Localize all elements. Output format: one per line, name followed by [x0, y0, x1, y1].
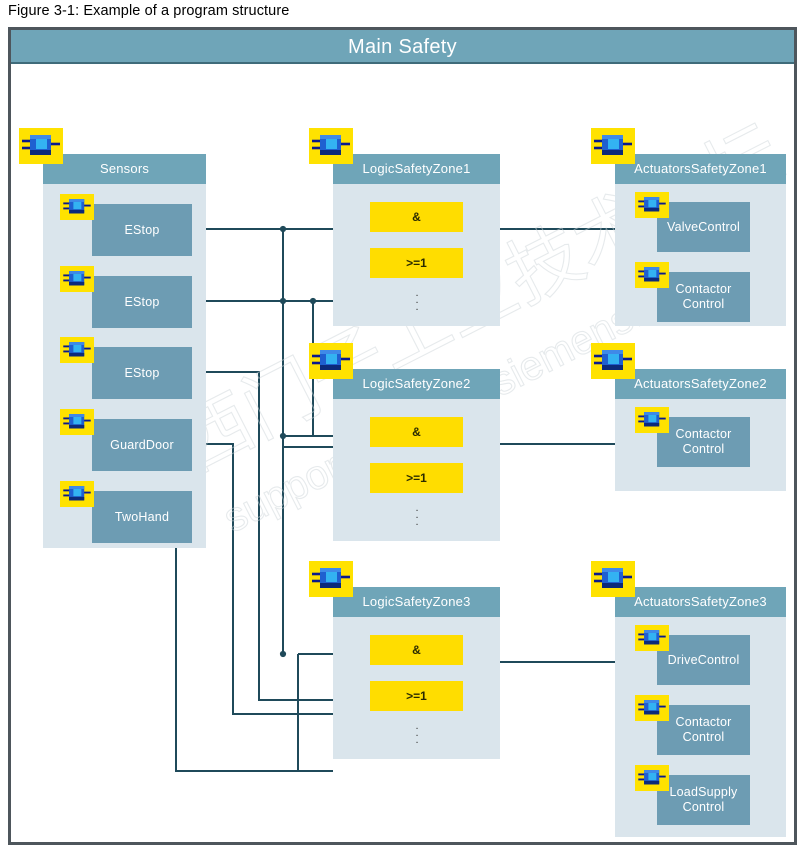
logic-and-gate-z2[interactable]: &: [370, 417, 463, 447]
logic-label: &: [412, 210, 421, 224]
logic-label: >=1: [406, 256, 427, 270]
figure-caption: Figure 3-1: Example of a program structu…: [8, 3, 290, 19]
logic-continuation-z3: ...: [415, 720, 419, 746]
block-drivecontrol[interactable]: DriveControl: [657, 635, 750, 685]
block-label: EStop: [124, 222, 160, 237]
block-label: GuardDoor: [110, 437, 174, 452]
block-label: DriveControl: [667, 652, 740, 667]
logic-label: >=1: [406, 689, 427, 703]
fb-block-icon-estop-1[interactable]: [60, 194, 94, 220]
diagram-canvas: 西门子工业技术论坛 support.industry.siemens.com/c…: [11, 66, 794, 842]
logic-and-gate-z3[interactable]: &: [370, 635, 463, 665]
fb-block-icon-valvecontrol[interactable]: [635, 192, 669, 218]
block-contactorcontrol-z1[interactable]: Contactor Control: [657, 272, 750, 322]
fb-block-icon-drivecontrol[interactable]: [635, 625, 669, 651]
fb-block-icon-estop-3[interactable]: [60, 337, 94, 363]
block-label-line1: Contactor: [675, 715, 732, 729]
group-logicsafetyzone3[interactable]: LogicSafetyZone3 & >=1 ...: [333, 587, 500, 759]
logic-label: &: [412, 425, 421, 439]
logic-continuation-z1: ...: [415, 287, 419, 313]
block-estop-2[interactable]: EStop: [92, 276, 192, 328]
group-logicsafetyzone2-title: LogicSafetyZone2: [333, 369, 500, 399]
fb-block-icon-estop-2[interactable]: [60, 266, 94, 292]
logic-or-gate-z3[interactable]: >=1: [370, 681, 463, 711]
block-label-line2: Control: [682, 730, 725, 744]
block-loadsupplycontrol[interactable]: LoadSupply Control: [657, 775, 750, 825]
fb-block-icon-actuatorssafetyzone1[interactable]: [591, 128, 635, 164]
block-estop-1[interactable]: EStop: [92, 204, 192, 256]
fb-block-icon-actuatorssafetyzone2[interactable]: [591, 343, 635, 379]
block-label: ValveControl: [666, 219, 741, 234]
logic-or-gate-z2[interactable]: >=1: [370, 463, 463, 493]
fb-block-icon-guarddoor[interactable]: [60, 409, 94, 435]
group-logicsafetyzone3-title: LogicSafetyZone3: [333, 587, 500, 617]
block-estop-3[interactable]: EStop: [92, 347, 192, 399]
block-label-line2: Control: [682, 800, 725, 814]
group-logicsafetyzone2[interactable]: LogicSafetyZone2 & >=1 ...: [333, 369, 500, 541]
fb-block-icon-logicsafetyzone2[interactable]: [309, 343, 353, 379]
block-guarddoor[interactable]: GuardDoor: [92, 419, 192, 471]
group-sensors-title: Sensors: [43, 154, 206, 184]
block-label-line2: Control: [682, 442, 725, 456]
fb-block-icon-contactorcontrol-z1[interactable]: [635, 262, 669, 288]
logic-and-gate-z1[interactable]: &: [370, 202, 463, 232]
block-contactorcontrol-z3[interactable]: Contactor Control: [657, 705, 750, 755]
block-contactorcontrol-z2[interactable]: Contactor Control: [657, 417, 750, 467]
fb-block-icon-twohand[interactable]: [60, 481, 94, 507]
logic-or-gate-z1[interactable]: >=1: [370, 248, 463, 278]
fb-block-icon-logicsafetyzone1[interactable]: [309, 128, 353, 164]
block-label-line1: Contactor: [675, 282, 732, 296]
group-actuatorssafetyzone1-title: ActuatorsSafetyZone1: [615, 154, 786, 184]
block-label: EStop: [124, 365, 160, 380]
fb-block-icon-loadsupplycontrol[interactable]: [635, 765, 669, 791]
block-label: EStop: [124, 294, 160, 309]
block-label: TwoHand: [114, 509, 170, 524]
group-actuatorssafetyzone2-title: ActuatorsSafetyZone2: [615, 369, 786, 399]
logic-continuation-z2: ...: [415, 502, 419, 528]
fb-block-icon-actuatorssafetyzone3[interactable]: [591, 561, 635, 597]
block-twohand[interactable]: TwoHand: [92, 491, 192, 543]
block-label-line1: Contactor: [675, 427, 732, 441]
group-logicsafetyzone1-title: LogicSafetyZone1: [333, 154, 500, 184]
logic-label: &: [412, 643, 421, 657]
fb-block-icon-contactorcontrol-z2[interactable]: [635, 407, 669, 433]
group-actuatorssafetyzone1[interactable]: ActuatorsSafetyZone1 ValveControl Contac…: [615, 154, 786, 326]
group-logicsafetyzone1[interactable]: LogicSafetyZone1 & >=1 ...: [333, 154, 500, 326]
fb-block-icon-contactorcontrol-z3[interactable]: [635, 695, 669, 721]
block-valvecontrol[interactable]: ValveControl: [657, 202, 750, 252]
logic-label: >=1: [406, 471, 427, 485]
connection-wires: [175, 225, 623, 772]
diagram-frame: Main Safety: [8, 27, 797, 845]
block-label-line2: Control: [682, 297, 725, 311]
block-label-line1: LoadSupply: [669, 785, 738, 799]
group-actuatorssafetyzone3-title: ActuatorsSafetyZone3: [615, 587, 786, 617]
fb-block-icon-logicsafetyzone3[interactable]: [309, 561, 353, 597]
fb-block-icon-sensors[interactable]: [19, 128, 63, 164]
page-title: Main Safety: [11, 30, 794, 64]
